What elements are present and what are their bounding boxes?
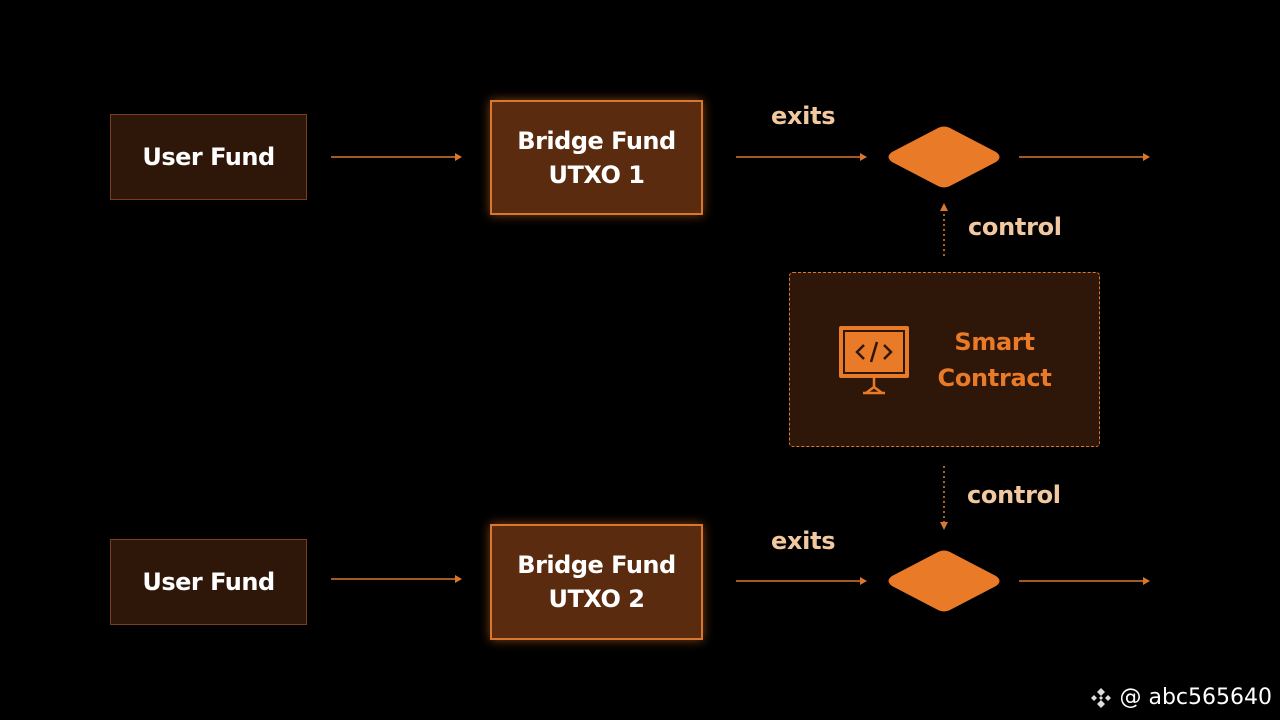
binance-logo-icon	[1091, 687, 1112, 708]
arrowhead-exit-out-2	[1143, 577, 1150, 585]
code-presentation-board-icon	[838, 325, 909, 394]
exit-decision-diamond-2	[888, 550, 1000, 612]
smart-contract-label: Smart Contract	[938, 324, 1052, 396]
arrowhead-bridge-to-exit-1	[860, 153, 867, 161]
arrowhead-user-to-bridge-2	[455, 575, 462, 583]
user-fund-box-1: User Fund	[110, 114, 307, 200]
bridge-fund-label-1: Bridge Fund	[517, 126, 676, 155]
bridge-fund-label-2: Bridge Fund	[517, 551, 676, 579]
control-label-1: control	[968, 213, 1062, 241]
watermark-text: @ abc565640	[1119, 685, 1272, 710]
exits-label-1: exits	[771, 102, 836, 130]
utxo-label-2: UTXO 2	[548, 585, 645, 613]
control-label-2: control	[967, 481, 1061, 509]
exits-label-2: exits	[771, 527, 836, 555]
arrowhead-user-to-bridge-1	[455, 153, 462, 161]
control-arrowhead-down	[940, 522, 948, 530]
user-fund-label-2: User Fund	[142, 568, 275, 596]
control-arrowhead-up	[940, 203, 948, 211]
smart-contract-line1: Smart	[954, 327, 1035, 356]
bridge-fund-utxo2-box: Bridge Fund UTXO 2	[490, 524, 703, 640]
user-fund-box-2: User Fund	[110, 539, 307, 625]
watermark: @ abc565640	[1089, 685, 1272, 710]
utxo-label-1: UTXO 1	[548, 160, 645, 189]
exit-decision-diamond-1	[888, 126, 1000, 188]
smart-contract-box: Smart Contract	[789, 272, 1100, 447]
arrowhead-bridge-to-exit-2	[860, 577, 867, 585]
user-fund-label-1: User Fund	[142, 143, 275, 171]
smart-contract-line2: Contract	[937, 363, 1052, 392]
bridge-fund-utxo1-box: Bridge Fund UTXO 1	[490, 100, 703, 215]
arrowhead-exit-out-1	[1143, 153, 1150, 161]
